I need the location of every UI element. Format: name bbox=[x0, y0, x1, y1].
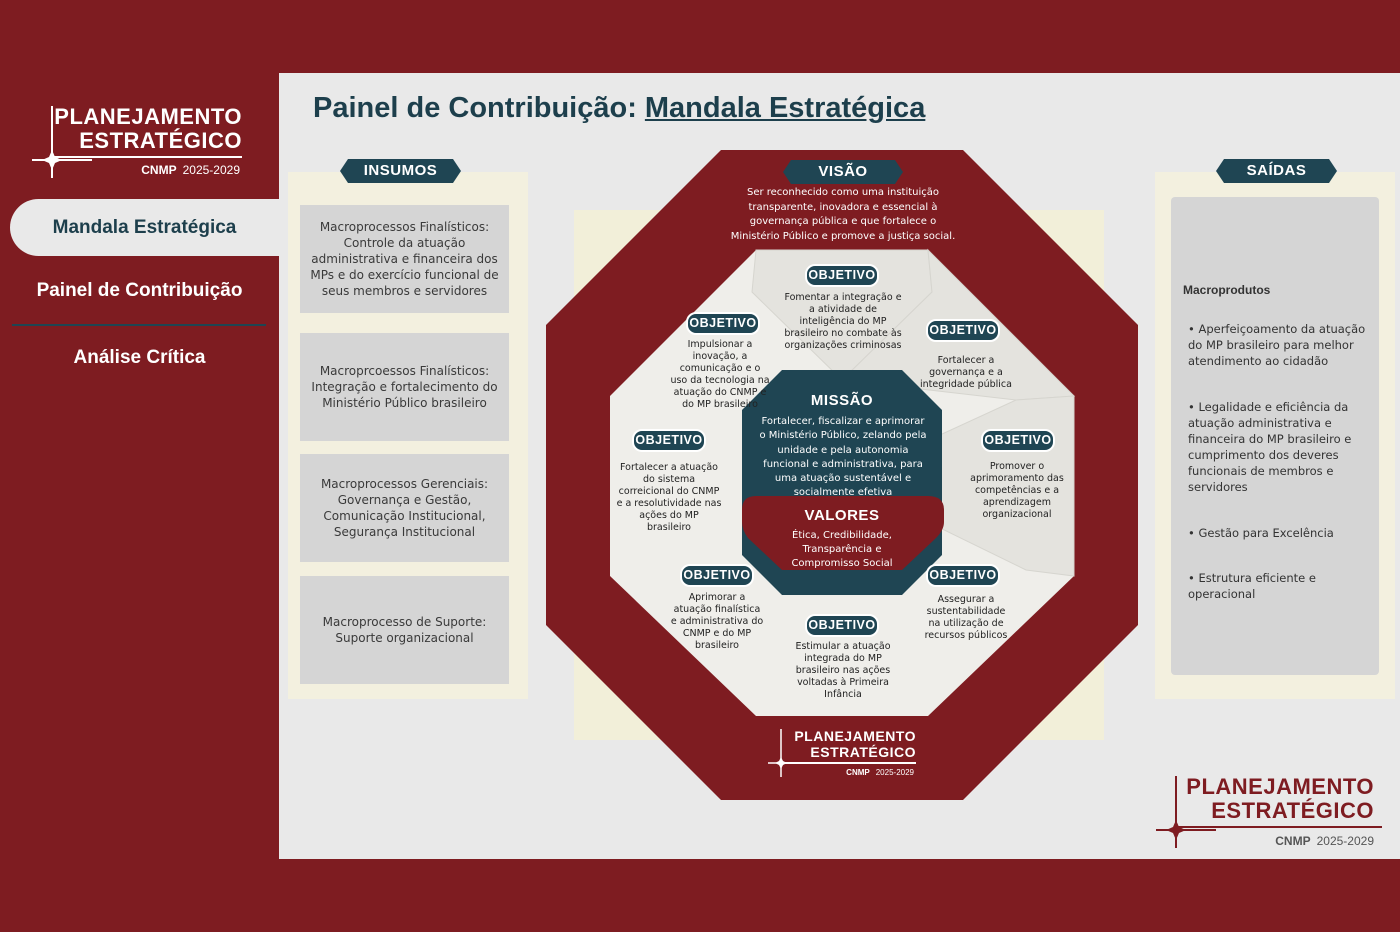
missao-text: Fortalecer, fiscalizar e aprimorar o Min… bbox=[759, 416, 927, 499]
logo-line2: ESTRATÉGICO bbox=[79, 128, 242, 153]
nav-item-painel-contribuicao[interactable]: Painel de Contribuição bbox=[36, 280, 243, 301]
star-icon bbox=[32, 106, 92, 178]
visao-text: Ser reconhecido como uma instituição tra… bbox=[730, 187, 956, 242]
title-link[interactable]: Mandala Estratégica bbox=[644, 92, 926, 124]
nav-item-mandala-estrategica[interactable]: Mandala Estratégica bbox=[10, 199, 279, 256]
saida-item-3: Gestão para Excelência bbox=[1188, 525, 1372, 541]
nav-item-analise-critica[interactable]: Análise Crítica bbox=[73, 347, 206, 368]
star-icon bbox=[1156, 776, 1216, 848]
corner-logo-line2: ESTRATÉGICO bbox=[1211, 798, 1374, 823]
mandala-logo-line2: ESTRATÉGICO bbox=[810, 744, 916, 760]
saidas-tag: SAÍDAS bbox=[1216, 159, 1337, 183]
corner-logo-line1: PLANEJAMENTO bbox=[1186, 774, 1374, 799]
title-prefix: Painel de Contribuição: bbox=[313, 92, 637, 124]
objetivo-label-6: OBJETIVO bbox=[680, 564, 754, 587]
visao-tag: VISÃO bbox=[783, 160, 903, 184]
saidas-heading: Macroprodutos bbox=[1183, 283, 1271, 297]
page-title: Painel de Contribuição:Mandala Estratégi… bbox=[313, 92, 925, 125]
objetivo-label-7: OBJETIVO bbox=[632, 429, 706, 452]
nav-divider bbox=[12, 324, 266, 326]
objetivo-label-3: OBJETIVO bbox=[981, 429, 1055, 452]
saida-item-2: Legalidade e eficiência da atuação admin… bbox=[1188, 399, 1372, 495]
insumo-box-1: Macroprocessos Finalísticos: Controle da… bbox=[300, 205, 509, 313]
insumo-box-3: Macroprocessos Gerenciais: Governança e … bbox=[300, 454, 509, 562]
insumo-box-4: Macroprocesso de Suporte: Suporte organi… bbox=[300, 576, 509, 684]
objetivo-text-7: Fortalecer a atuação do sistema correici… bbox=[616, 462, 722, 533]
objetivo-text-2: Fortalecer a governança e a integridade … bbox=[920, 355, 1012, 390]
objetivo-label-2: OBJETIVO bbox=[926, 319, 1000, 342]
objetivo-text-1: Fomentar a integração e a atividade de i… bbox=[784, 292, 902, 351]
objetivo-text-8: Impulsionar a inovação, a comunicação e … bbox=[670, 339, 770, 410]
saida-item-4: Estrutura eficiente e operacional bbox=[1188, 570, 1372, 602]
objetivo-text-6: Aprimorar a atuação finalística e admini… bbox=[670, 592, 764, 651]
objetivo-text-3: Promover o aprimoramento das competência… bbox=[970, 461, 1064, 520]
objetivo-label-4: OBJETIVO bbox=[926, 564, 1000, 587]
missao-label: MISSÃO bbox=[810, 392, 874, 409]
valores-label: VALORES bbox=[804, 507, 880, 524]
objetivo-label-8: OBJETIVO bbox=[686, 312, 760, 335]
saida-item-1: Aperfeiçoamento da atuação do MP brasile… bbox=[1188, 321, 1372, 369]
logo-line1: PLANEJAMENTO bbox=[54, 104, 242, 129]
valores-text: Ética, Credibilidade, Transparência e Co… bbox=[791, 530, 893, 569]
objetivo-text-5: Estimular a atuação integrada do MP bras… bbox=[795, 641, 891, 700]
objetivo-label-5: OBJETIVO bbox=[805, 614, 879, 637]
insumo-box-2: Macroprcoessos Finalísticos: Integração … bbox=[300, 333, 509, 441]
objetivo-label-1: OBJETIVO bbox=[805, 264, 879, 287]
insumos-tag: INSUMOS bbox=[340, 159, 461, 183]
objetivo-text-4: Assegurar a sustentabilidade na utilizaç… bbox=[924, 594, 1008, 641]
mandala-logo-line1: PLANEJAMENTO bbox=[794, 728, 916, 744]
